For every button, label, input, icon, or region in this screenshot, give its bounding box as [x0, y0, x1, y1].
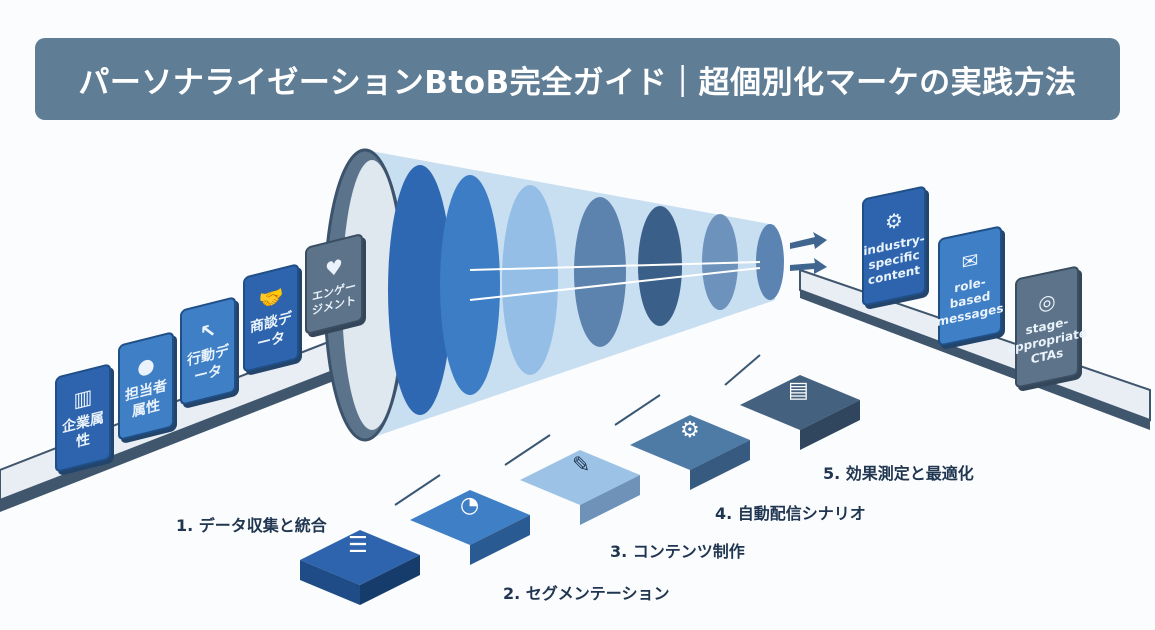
card-label: エンゲージメント — [312, 279, 356, 317]
person-icon: ● — [137, 351, 155, 381]
document-icon: ✎ — [572, 453, 591, 478]
target-icon: ◎ — [1038, 288, 1056, 316]
input-card: ♥エンゲージメント — [305, 232, 363, 336]
pie-chart-icon: ◔ — [460, 493, 480, 518]
step-label-2: 2. セグメンテーション — [503, 584, 670, 603]
robot-arm-icon: ⚙ — [680, 418, 700, 443]
input-card: 🤝商談データ — [243, 263, 299, 373]
card-label: industry-specific content — [863, 231, 925, 288]
dashboard-icon: ▤ — [788, 378, 809, 403]
step-arrows — [394, 354, 761, 506]
title-banner: パーソナライゼーションBtoB完全ガイド｜超個別化マーケの実践方法 — [35, 38, 1120, 120]
step-blocks — [300, 375, 860, 605]
building-icon: ▥ — [73, 383, 93, 413]
card-label: stage-appropriate CTAs — [1006, 314, 1088, 367]
page-title: パーソナライゼーションBtoB完全ガイド｜超個別化マーケの実践方法 — [78, 64, 1077, 101]
output-card: ✉role-based messages — [936, 225, 1004, 347]
card-label: 商談データ — [250, 309, 292, 352]
step-label-1: 1. データ収集と統合 — [176, 516, 327, 535]
card-label: 行動データ — [187, 342, 229, 385]
output-card: ◎stage-appropriate CTAs — [1007, 265, 1087, 389]
card-label: 企業属性 — [62, 409, 104, 451]
envelope-icon: ✉ — [961, 247, 979, 275]
personalization-funnel — [323, 148, 784, 442]
gears-icon: ⚙ — [885, 207, 903, 235]
step-label-5: 5. 効果測定と最適化 — [823, 464, 974, 483]
step-label-4: 4. 自動配信シナリオ — [715, 504, 866, 523]
output-card: ⚙industry-specific content — [862, 185, 926, 307]
input-card: ●担当者属性 — [118, 331, 174, 441]
handshake-icon: 🤝 — [258, 282, 284, 314]
step-label-3: 3. コンテンツ制作 — [610, 542, 745, 561]
input-card: ↖行動データ — [180, 296, 236, 406]
card-label: 担当者属性 — [125, 377, 167, 420]
flow-arrows — [790, 232, 827, 274]
cursor-icon: ↖ — [199, 316, 217, 346]
database-icon: ☰ — [348, 533, 368, 558]
heart-icon: ♥ — [325, 253, 343, 282]
input-card: ▥企業属性 — [55, 363, 111, 473]
card-label: role-based messages — [936, 274, 1004, 330]
